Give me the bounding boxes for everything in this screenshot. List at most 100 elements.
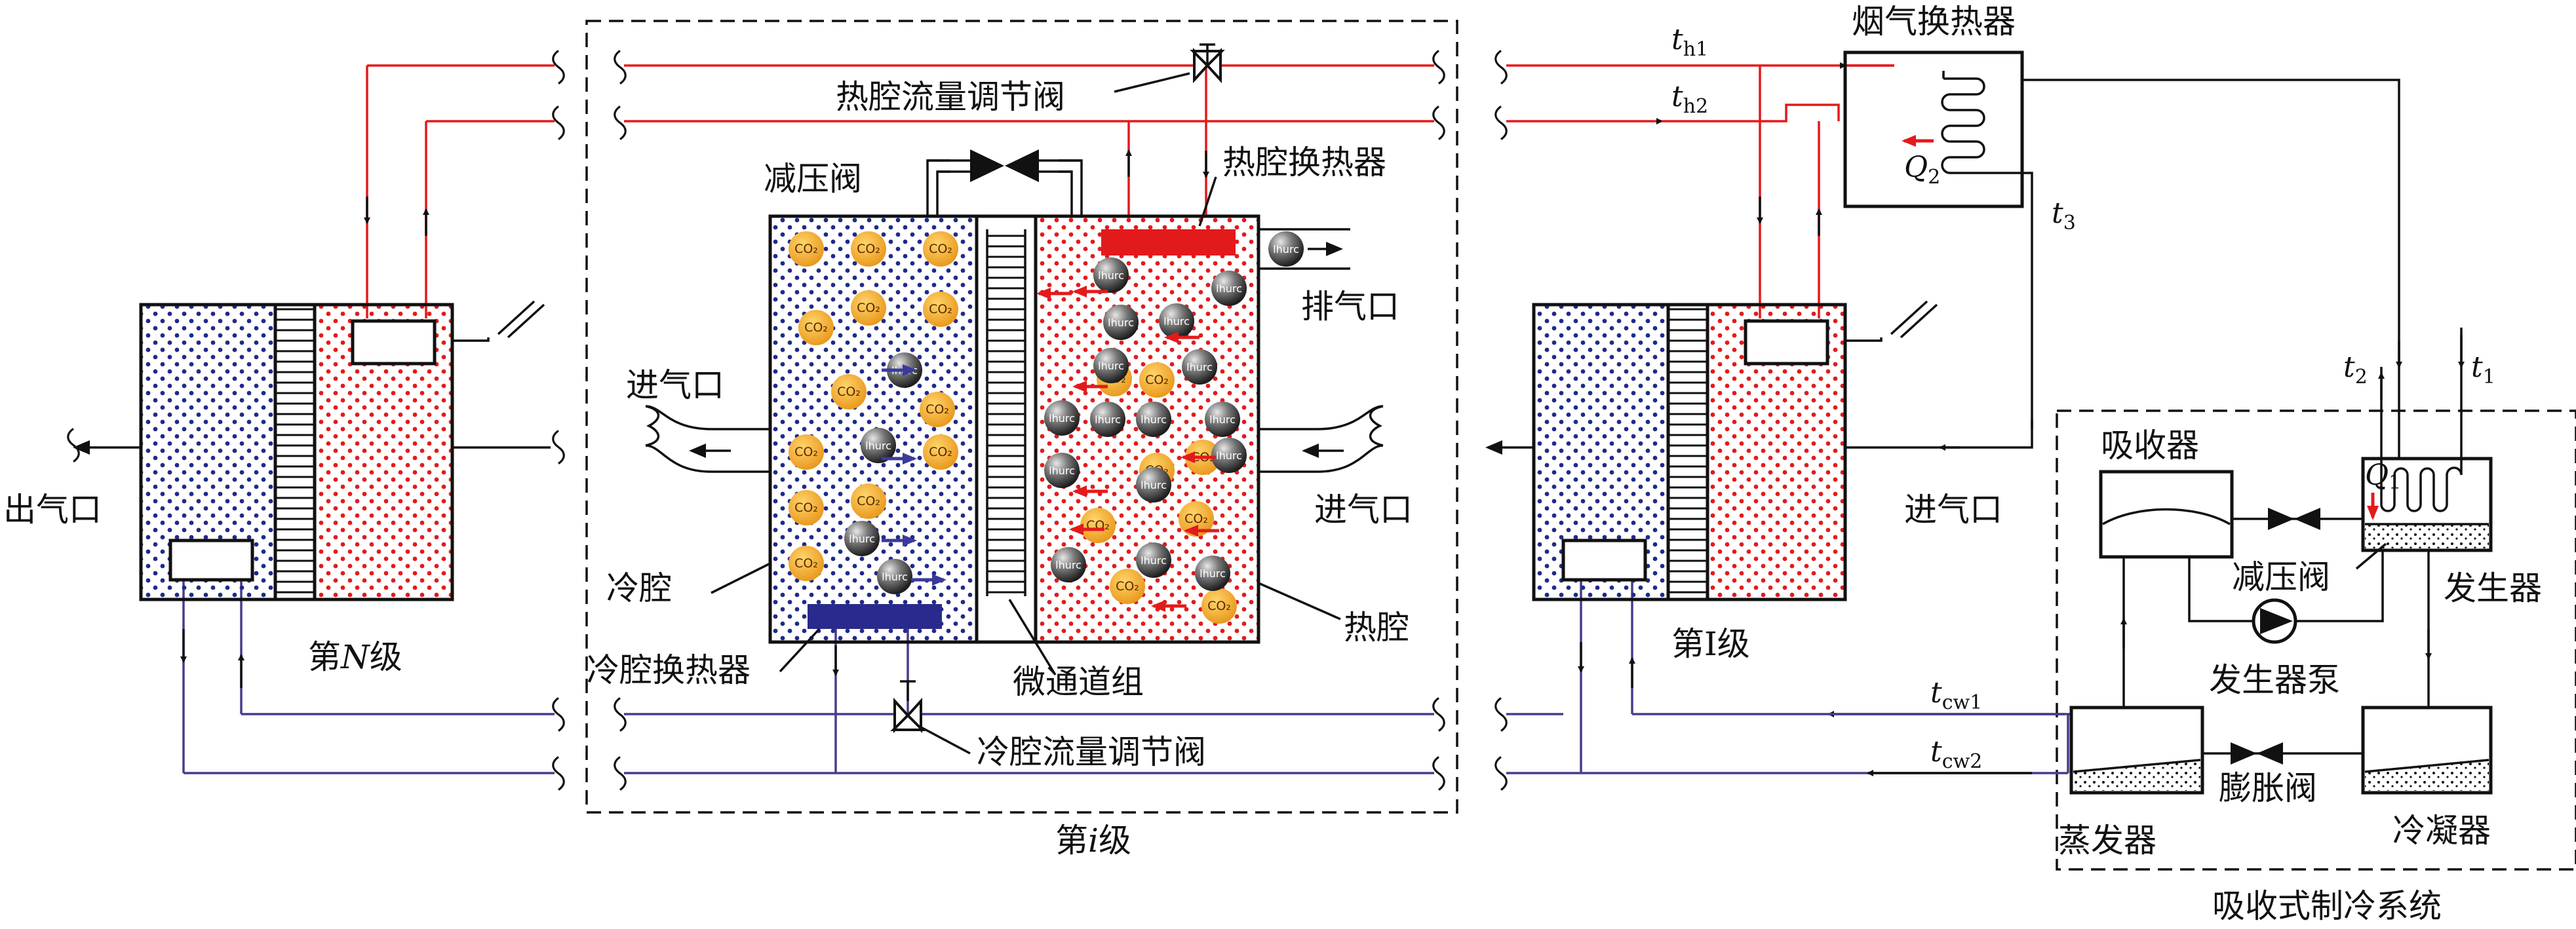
symbol-t2: t2 <box>2343 351 2368 389</box>
gas-molecule <box>844 521 880 556</box>
gas-molecule <box>1103 305 1139 340</box>
gas-label: lhurc <box>1098 360 1124 372</box>
co2-molecule <box>1080 508 1116 543</box>
gas-label: lhurc <box>865 440 891 452</box>
absorption-system-boundary <box>2056 409 2576 871</box>
co2-molecule <box>789 490 824 525</box>
co2-label: CO₂ <box>929 445 952 459</box>
gas-label: lhurc <box>1216 282 1242 295</box>
pressure-reducing-valve <box>970 149 1039 182</box>
co2-label: CO₂ <box>1207 599 1231 613</box>
gas-molecule <box>1044 400 1080 436</box>
absorption-refrigeration-system <box>2069 457 2493 795</box>
label-inlet-left: 进气口 <box>626 366 724 404</box>
generator-pump <box>2252 598 2297 644</box>
label-generator-pump: 发生器泵 <box>2209 661 2340 699</box>
gas-molecule <box>1195 556 1230 591</box>
gas-molecule <box>1136 542 1171 578</box>
co2-label: CO₂ <box>1145 373 1169 387</box>
co2-molecule <box>789 546 824 581</box>
symbol-q1: Q1 <box>2365 459 2401 494</box>
co2-molecule <box>851 231 886 267</box>
co2-label: CO₂ <box>794 501 818 515</box>
co2-label: CO₂ <box>926 402 949 417</box>
gas-label: lhurc <box>849 533 875 545</box>
expansion-valve <box>2231 742 2283 765</box>
co2-label: CO₂ <box>1184 512 1208 526</box>
absorber <box>2099 470 2234 559</box>
microchannel-slots <box>987 229 1025 596</box>
stage-n-cold-hx <box>168 539 254 582</box>
co2-molecule <box>1139 362 1175 398</box>
gas-molecule <box>1211 438 1247 473</box>
gas-label: lhurc <box>1163 315 1190 328</box>
label-absorber: 吸收器 <box>2101 427 2199 464</box>
co2-molecule <box>1110 569 1145 604</box>
gas-molecule <box>1051 547 1086 582</box>
label-exhaust: 排气口 <box>1301 288 1399 326</box>
svg-text:lhurc: lhurc <box>1273 243 1299 256</box>
gas-label: lhurc <box>1049 412 1075 425</box>
gas-molecules: CO₂ CO₂ CO₂ CO₂ CO₂ CO₂ CO₂ CO₂ CO₂ CO₂ CO₂ CO₂ CO₂ C… <box>789 231 1247 624</box>
label-stage-n: 第N级 <box>308 638 402 676</box>
leader-lines <box>711 72 2387 755</box>
symbol-t1: t1 <box>2471 351 2495 389</box>
symbol-th1: th1 <box>1671 23 1708 61</box>
label-generator: 发生器 <box>2444 569 2542 607</box>
gas-molecule <box>1159 303 1194 339</box>
label-pressure-valve-right: 减压阀 <box>2232 558 2330 596</box>
gas-label: lhurc <box>1095 413 1121 426</box>
condenser <box>2361 706 2493 795</box>
cold-flow-regulating-valve <box>890 680 926 734</box>
label-cold-cavity: 冷腔 <box>606 569 672 607</box>
gas-molecule <box>1136 402 1171 437</box>
absorber-generator-valve <box>2268 508 2320 530</box>
gas-molecule <box>1093 257 1129 293</box>
co2-label: CO₂ <box>794 445 818 459</box>
co2-molecule <box>851 290 886 326</box>
co2-molecule <box>923 434 958 470</box>
label-expansion-valve: 膨胀阀 <box>2219 769 2317 807</box>
co2-label: CO₂ <box>929 302 952 316</box>
gas-label: lhurc <box>1141 554 1167 567</box>
gas-molecule <box>1090 402 1125 437</box>
stage-1-cold-hx <box>1561 539 1647 582</box>
symbol-labels: th1 th2 t3 t2 t1 tcw1 tcw2 Q2 Q1 <box>1671 23 2495 773</box>
gas-label: lhurc <box>1141 413 1167 426</box>
gas-label: lhurc <box>1209 413 1236 426</box>
stage-1-unit <box>1485 197 2033 601</box>
symbol-th2: th2 <box>1671 80 1708 118</box>
label-microchannel: 微通道组 <box>1013 663 1144 701</box>
symbol-tcw1: tcw1 <box>1930 676 1982 714</box>
co2-molecule <box>923 231 958 267</box>
co2-molecule <box>1201 588 1237 624</box>
co2-label: CO₂ <box>857 242 880 256</box>
hot-flow-regulating-valve <box>1190 43 1225 84</box>
symbol-q2: Q2 <box>1904 151 1940 189</box>
co2-label: CO₂ <box>857 301 880 315</box>
label-condenser: 冷凝器 <box>2392 812 2491 850</box>
gas-label: lhurc <box>1098 269 1124 282</box>
evaporator <box>2069 706 2204 795</box>
co2-molecule <box>923 292 958 327</box>
stage-n-unit <box>73 300 551 601</box>
label-hot-hx: 热腔换热器 <box>1222 143 1386 181</box>
gas-molecule <box>861 428 896 463</box>
co2-label: CO₂ <box>929 242 952 256</box>
hot-loop-piping <box>364 62 1894 318</box>
co2-molecule <box>789 231 824 267</box>
co2-molecule <box>831 374 867 409</box>
co2-label: CO₂ <box>794 242 818 256</box>
gas-label: lhurc <box>1186 361 1213 373</box>
hot-hx-bar <box>1101 229 1236 256</box>
gas-molecule <box>1136 467 1171 502</box>
gas-label: lhurc <box>1216 449 1242 462</box>
co2-label: CO₂ <box>794 556 818 571</box>
co2-label: CO₂ <box>837 385 861 399</box>
gas-label: lhurc <box>1055 559 1082 571</box>
flue-gas-heat-exchanger <box>1843 50 2465 459</box>
gas-label: lhurc <box>1141 479 1167 491</box>
label-absorption-system: 吸收式制冷系统 <box>2212 887 2442 925</box>
label-stage-1: 第I级 <box>1671 625 1750 663</box>
